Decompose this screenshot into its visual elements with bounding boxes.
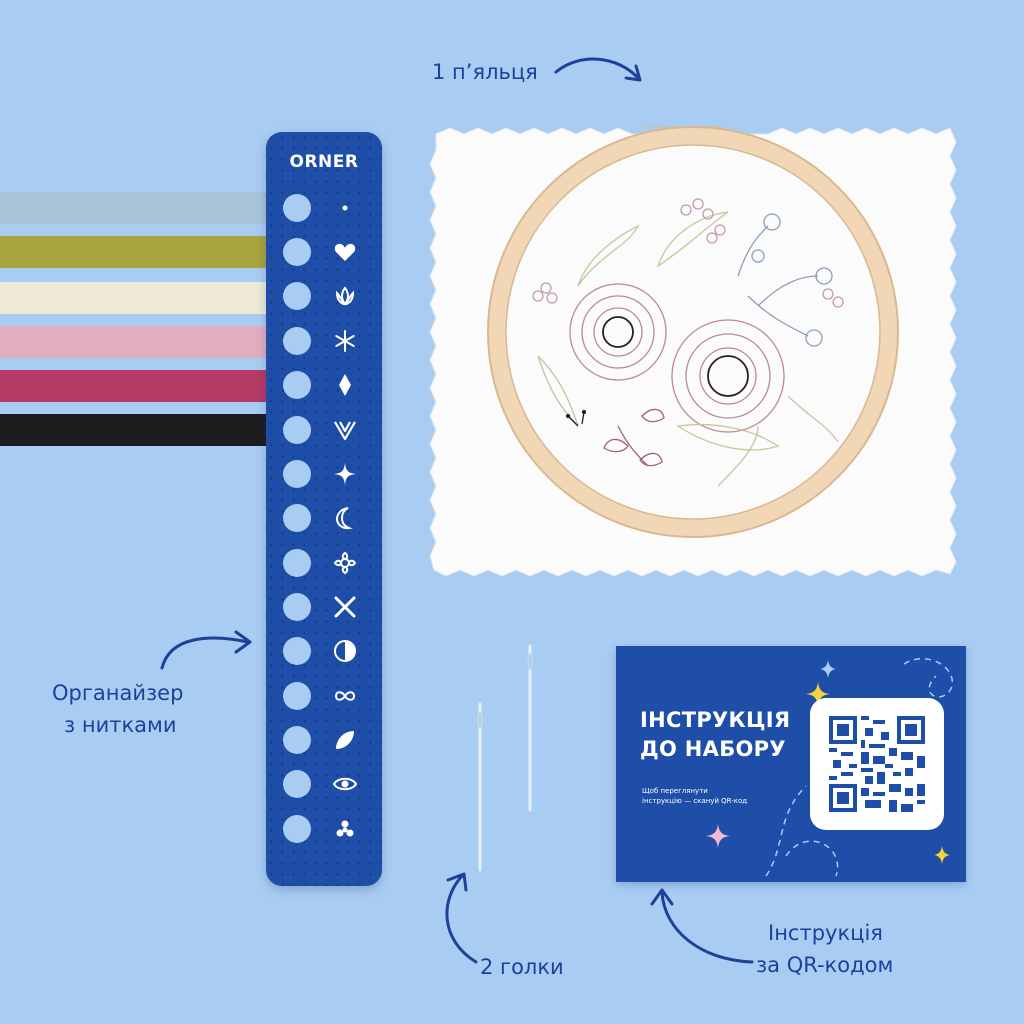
qr-code-icon bbox=[829, 716, 925, 812]
instruction-card: ІНСТРУКЦІЯ ДО НАБОРУ Щоб переглянути інс… bbox=[616, 646, 966, 882]
organizer-hole bbox=[283, 327, 311, 355]
floral-pattern-icon bbox=[532, 198, 844, 487]
instruction-label-line1: Інструкція bbox=[768, 921, 883, 945]
card-decoration bbox=[706, 658, 953, 877]
card-subtitle: Щоб переглянути інструкцію — скануй QR-к… bbox=[642, 786, 792, 806]
organizer-hole bbox=[283, 815, 311, 843]
half-circle-icon bbox=[334, 640, 356, 662]
star-icon bbox=[934, 846, 950, 864]
thread-pink bbox=[0, 326, 292, 358]
hoop-label: 1 п’яльця bbox=[432, 60, 538, 84]
arrow-to-organizer-icon bbox=[160, 636, 250, 670]
organizer-hole bbox=[283, 371, 311, 399]
star-icon bbox=[706, 824, 730, 848]
thread-black bbox=[0, 414, 292, 446]
card-subtitle-line1: Щоб переглянути bbox=[642, 787, 708, 795]
thread-organizer: ORNER bbox=[266, 132, 382, 886]
heart-icon bbox=[334, 243, 356, 261]
chevron-icon bbox=[334, 421, 356, 441]
snowflake-icon bbox=[335, 330, 355, 352]
flower-icon bbox=[333, 551, 357, 575]
arrow-to-card-icon bbox=[660, 890, 754, 964]
leaf-icon bbox=[336, 731, 354, 749]
hoop-ring-icon bbox=[488, 127, 898, 537]
organizer-hole bbox=[283, 549, 311, 577]
thread-light-blue bbox=[0, 192, 292, 224]
brand-logo: ORNER bbox=[289, 152, 359, 172]
diamond-icon bbox=[339, 374, 351, 396]
star-icon bbox=[820, 660, 836, 678]
instruction-label-line2: за QR-кодом bbox=[756, 953, 894, 977]
organizer-hole bbox=[283, 770, 311, 798]
organizer-hole bbox=[283, 637, 311, 665]
organizer-hole bbox=[283, 416, 311, 444]
organizer-label-line1: Органайзер bbox=[52, 681, 184, 705]
card-subtitle-line2: інструкцію — скануй QR-код bbox=[642, 797, 748, 805]
arrow-to-hoop-icon bbox=[554, 57, 640, 80]
organizer-hole bbox=[283, 504, 311, 532]
dot-icon bbox=[342, 205, 348, 211]
organizer-hole bbox=[283, 238, 311, 266]
card-title-line2: ДО НАБОРУ bbox=[640, 737, 786, 761]
card-title: ІНСТРУКЦІЯ ДО НАБОРУ bbox=[640, 706, 790, 764]
needle-icon bbox=[527, 644, 533, 812]
needles bbox=[477, 644, 533, 872]
organizer-label-line2: з нитками bbox=[64, 713, 177, 737]
organizer-hole bbox=[283, 194, 311, 222]
organizer-hole bbox=[283, 282, 311, 310]
thread-olive bbox=[0, 236, 292, 268]
star-icon bbox=[806, 682, 830, 706]
organizer-hole bbox=[283, 726, 311, 754]
organizer-hole bbox=[283, 593, 311, 621]
thread-cream bbox=[0, 282, 292, 314]
embroidery-hoop-with-fabric bbox=[429, 126, 957, 577]
moon-icon bbox=[335, 507, 353, 530]
eye-icon bbox=[332, 777, 358, 791]
organizer-hole bbox=[283, 682, 311, 710]
lotus-icon bbox=[335, 286, 355, 306]
qr-code[interactable] bbox=[810, 698, 944, 830]
sparkle-icon bbox=[334, 463, 356, 485]
cross-icon bbox=[334, 596, 356, 618]
arrow-to-needles-icon bbox=[445, 874, 478, 964]
infinity-icon bbox=[334, 691, 356, 701]
needle-icon bbox=[477, 702, 483, 872]
trefoil-icon bbox=[336, 820, 354, 837]
needles-label: 2 голки bbox=[480, 955, 564, 979]
thread-crimson bbox=[0, 370, 292, 402]
organizer-hole bbox=[283, 460, 311, 488]
card-title-line1: ІНСТРУКЦІЯ bbox=[640, 708, 791, 732]
